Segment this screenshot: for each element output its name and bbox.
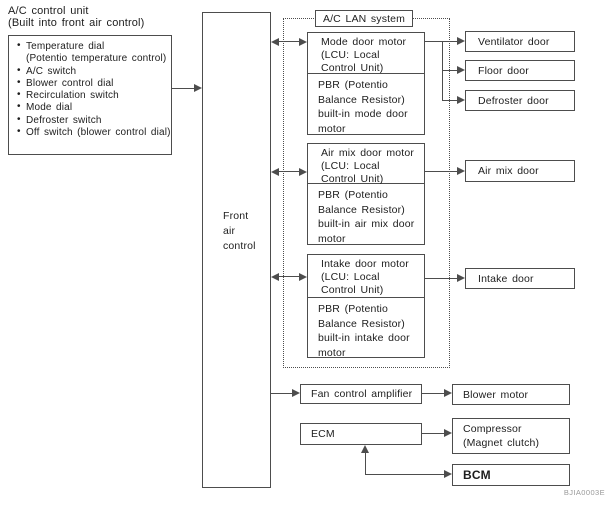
intake-door-motor-pbr: PBR (Potentio Balance Resistor) built-in…: [318, 303, 410, 359]
arrow-right-icon: [457, 96, 465, 104]
ac-control-unit-title: A/C control unit (Built into front air c…: [8, 5, 145, 29]
intake-door-box: Intake door: [465, 268, 575, 289]
front-air-control-box: Front air control: [202, 12, 271, 488]
blower-motor-box: Blower motor: [452, 384, 570, 405]
fan-control-amplifier-label: Fan control amplifier: [311, 388, 413, 400]
ventilator-door-label: Ventilator door: [478, 35, 550, 48]
list-item: Temperature dial (Potentio temperature c…: [16, 40, 180, 66]
ac-control-unit-list: Temperature dial (Potentio temperature c…: [8, 35, 182, 161]
connector-line: [422, 393, 446, 394]
list-item: A/C switch: [16, 65, 180, 78]
ac-lan-system-label-box: A/C LAN system: [315, 10, 413, 27]
blower-motor-label: Blower motor: [463, 388, 529, 401]
connector-line: [277, 171, 301, 172]
list-item: Defroster switch: [16, 114, 180, 127]
arrow-right-icon: [457, 274, 465, 282]
air-mix-door-label: Air mix door: [478, 165, 539, 177]
fan-control-amplifier-box: Fan control amplifier: [300, 384, 422, 404]
connector-line: [422, 433, 446, 434]
connector-line: [425, 171, 458, 172]
arrow-right-icon: [457, 37, 465, 45]
arrow-right-icon: [299, 273, 307, 281]
connector-line: [277, 276, 301, 277]
arrow-right-icon: [444, 429, 452, 437]
air-mix-door-motor-title: Air mix door motor (LCU: Local Control U…: [308, 144, 424, 185]
figure-code: BJIA0003E: [563, 488, 605, 497]
air-mix-door-motor-box: Air mix door motor (LCU: Local Control U…: [307, 143, 425, 245]
connector-line: [365, 451, 366, 475]
intake-door-motor-title: Intake door motor (LCU: Local Control Un…: [308, 255, 424, 298]
arrow-up-icon: [361, 445, 369, 453]
ecm-box: ECM: [300, 423, 422, 445]
connector-line: [442, 41, 458, 42]
connector-line: [442, 100, 458, 101]
ecm-label: ECM: [311, 428, 335, 440]
defroster-door-label: Defroster door: [478, 94, 549, 107]
arrow-left-icon: [271, 38, 279, 46]
connector-line: [277, 41, 301, 42]
floor-door-box: Floor door: [465, 60, 575, 81]
defroster-door-box: Defroster door: [465, 90, 575, 111]
connector-line: [271, 393, 294, 394]
arrow-left-icon: [271, 273, 279, 281]
mode-door-motor-box: Mode door motor (LCU: Local Control Unit…: [307, 32, 425, 135]
arrow-right-icon: [299, 38, 307, 46]
arrow-right-icon: [457, 167, 465, 175]
arrow-left-icon: [271, 168, 279, 176]
connector-line: [425, 278, 458, 279]
connector-line: [442, 70, 458, 71]
compressor-box: Compressor (Magnet clutch): [452, 418, 570, 454]
list-item: Blower control dial: [16, 77, 180, 90]
connector-line: [442, 41, 443, 101]
arrow-right-icon: [444, 470, 452, 478]
mode-door-motor-pbr: PBR (Potentio Balance Resistor) built-in…: [318, 79, 408, 135]
connector-line: [425, 41, 443, 42]
mode-door-motor-title: Mode door motor (LCU: Local Control Unit…: [308, 33, 424, 74]
ac-lan-system-label: A/C LAN system: [322, 12, 406, 25]
arrow-right-icon: [444, 389, 452, 397]
arrow-right-icon: [194, 84, 202, 92]
list-item: Mode dial: [16, 101, 180, 114]
ventilator-door-box: Ventilator door: [465, 31, 575, 52]
arrow-right-icon: [457, 66, 465, 74]
front-air-control-label: Front air control: [223, 210, 256, 252]
intake-door-label: Intake door: [478, 272, 534, 285]
intake-door-motor-box: Intake door motor (LCU: Local Control Un…: [307, 254, 425, 359]
floor-door-label: Floor door: [478, 64, 529, 77]
air-mix-door-box: Air mix door: [465, 160, 575, 182]
arrow-right-icon: [292, 389, 300, 397]
bcm-box: BCM: [452, 464, 570, 486]
list-item: Recirculation switch: [16, 89, 180, 102]
arrow-right-icon: [299, 168, 307, 176]
connector-line: [365, 474, 445, 475]
compressor-label: Compressor (Magnet clutch): [463, 422, 540, 450]
air-mix-door-motor-pbr: PBR (Potentio Balance Resistor) built-in…: [318, 189, 415, 245]
list-item: Off switch (blower control dial): [16, 126, 180, 139]
bcm-label: BCM: [463, 468, 491, 482]
connector-line: [172, 88, 195, 89]
